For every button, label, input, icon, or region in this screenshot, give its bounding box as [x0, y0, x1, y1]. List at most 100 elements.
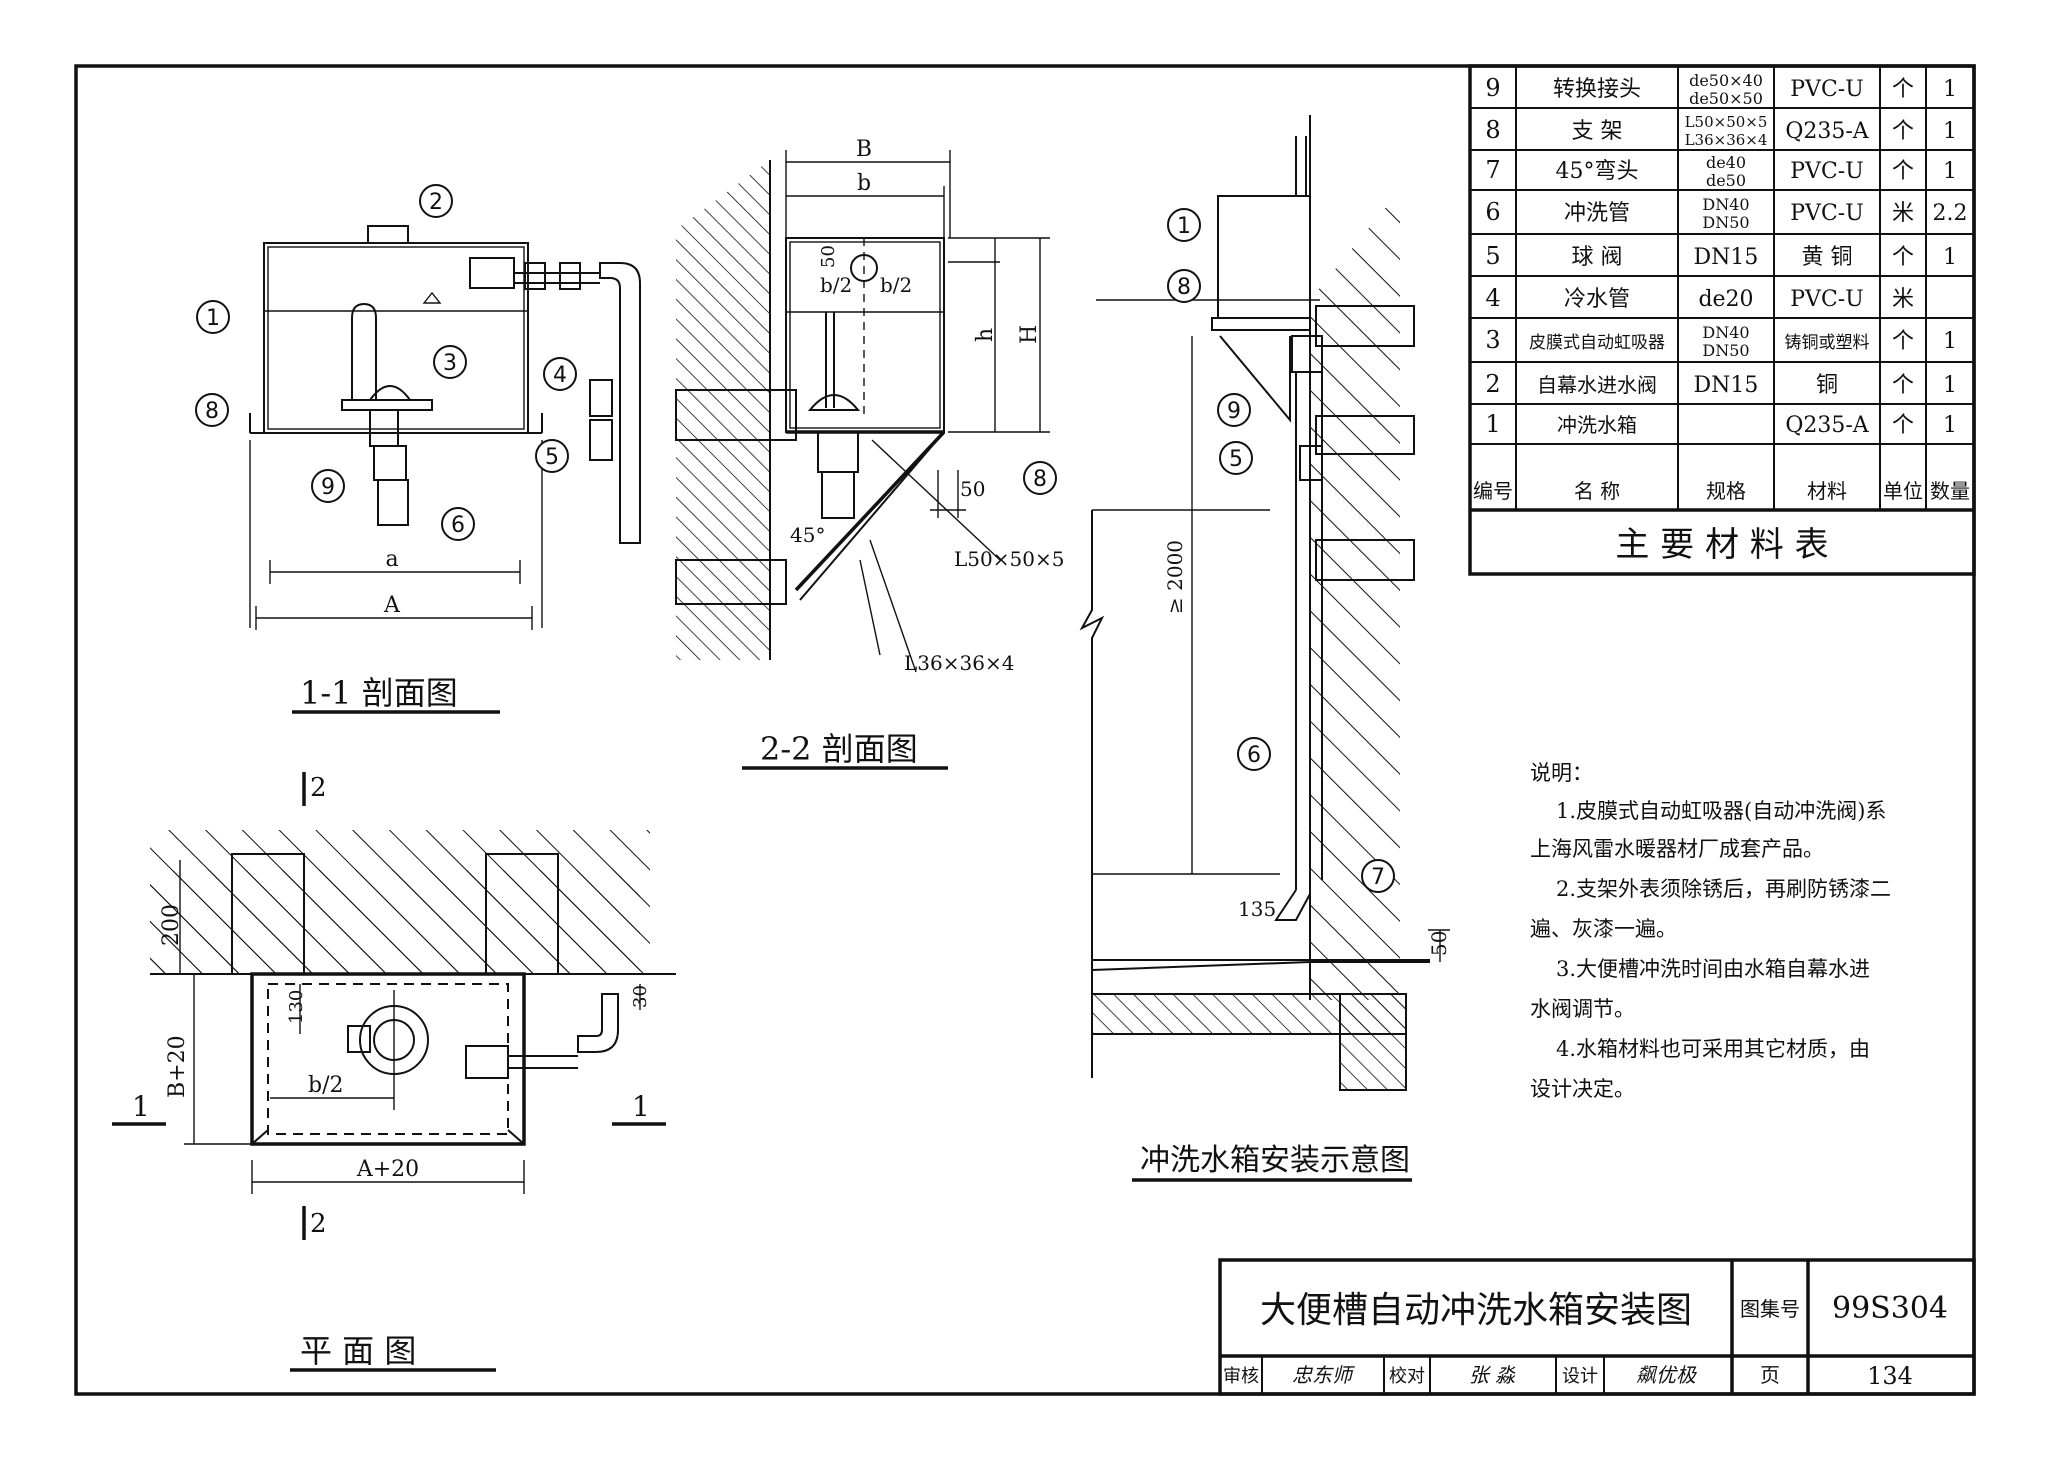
callout-5a: 5 [545, 445, 559, 470]
callout-6b: 6 [1247, 743, 1261, 768]
note-line: 设计决定。 [1530, 1077, 1635, 1101]
callout-circle-2a [419, 184, 453, 218]
cell-unit: 个 [1892, 119, 1914, 144]
cut-1-right: 1 [632, 1090, 650, 1123]
plan-cold-pipe [577, 993, 619, 1053]
dim-50-side: 50 [960, 477, 985, 501]
cell-spec2: DN50 [1702, 341, 1749, 360]
callout-8a: 8 [205, 399, 219, 424]
callout-circle-8c [1167, 269, 1201, 303]
table-row-5: 5 球 阀 DN15 黄 铜 个 1 [1485, 242, 1957, 270]
dim-a: a [385, 547, 398, 572]
callout-circle-7b [1361, 859, 1395, 893]
plan-view [112, 772, 676, 1372]
note-line: 遍、灰漆一遍。 [1530, 917, 1677, 941]
cell-unit: 个 [1892, 413, 1914, 438]
notes: 说明： 1.皮膜式自动虹吸器(自动冲洗阀)系 上海风雷水暖器材厂成套产品。 2.… [1530, 761, 1891, 1101]
table-caption: 主 要 材 料 表 [1615, 525, 1828, 565]
table-row-1: 1 冲洗水箱 Q235-A 个 1 [1485, 410, 1957, 438]
cell-unit: 个 [1892, 245, 1914, 270]
dim-200: 200 [159, 904, 184, 946]
note-line: 4.水箱材料也可采用其它材质，由 [1556, 1037, 1870, 1061]
cell-name: 冲洗管 [1564, 201, 1630, 226]
callout-circle-6b [1237, 737, 1271, 771]
callout-circle-9b [1217, 393, 1251, 427]
table-row-9: 9 转换接头 de50×40 de50×50 PVC-U 个 1 [1485, 71, 1957, 108]
th-unit: 单位 [1883, 479, 1923, 503]
design-signature: 飙优极 [1636, 1363, 1698, 1387]
callout-4a: 4 [553, 363, 567, 388]
dim-angle-L50: L50×50×5 [954, 547, 1064, 571]
dim-h: h [973, 328, 998, 342]
title-block-grid [1218, 1258, 1976, 1396]
cut-1-left: 1 [132, 1090, 150, 1123]
cell-name: 皮膜式自动虹吸器 [1529, 333, 1665, 353]
cell-qty: 1 [1943, 413, 1957, 438]
cell-name: 45°弯头 [1556, 159, 1639, 184]
callout-1b: 1 [1177, 214, 1191, 239]
table-row-4: 4 冷水管 de20 PVC-U 米 [1485, 284, 1914, 312]
cell-spec1: L50×50×5 [1685, 113, 1768, 131]
callout-6a: 6 [451, 513, 465, 538]
cut-2-bottom: 2 [310, 1209, 327, 1239]
callout-2a: 2 [429, 190, 443, 215]
cell-name: 自幕水进水阀 [1537, 373, 1657, 397]
table-row-2: 2 自幕水进水阀 DN15 铜 个 1 [1485, 370, 1957, 398]
cell-no: 6 [1485, 198, 1500, 226]
cell-no: 2 [1485, 370, 1500, 398]
inlet-valve-2 [469, 257, 515, 289]
dim-45: 45° [790, 523, 825, 547]
install-bracket-3 [1315, 539, 1415, 581]
cell-unit: 个 [1892, 77, 1914, 102]
title-section-2-2: 2-2 剖面图 [760, 730, 918, 768]
dim-B20: B+20 [165, 1035, 190, 1098]
callout-circle-4a [543, 357, 577, 391]
cell-no: 3 [1485, 326, 1500, 354]
adapter-9 [373, 445, 407, 481]
callout-circle-1a [196, 300, 230, 334]
notes-heading: 说明： [1530, 761, 1593, 785]
callout-3a: 3 [443, 351, 457, 376]
note-line: 3.大便槽冲洗时间由水箱自幕水进 [1556, 957, 1870, 981]
cell-spec1: de40 [1706, 153, 1746, 172]
cell-qty: 1 [1943, 77, 1957, 102]
cell-material: Q235-A [1785, 119, 1869, 144]
install-brace [1219, 335, 1291, 423]
callout-circle-6a [441, 507, 475, 541]
cell-no: 1 [1485, 410, 1500, 438]
dim-50-floor: 50 [1427, 931, 1451, 956]
cell-qty: 1 [1943, 119, 1957, 144]
dim-50-top: 50 [818, 245, 839, 268]
cell-material: Q235-A [1785, 413, 1869, 438]
diagonal-brace [794, 430, 946, 592]
dim-plan-b2: b/2 [308, 1073, 344, 1098]
table-row-7: 7 45°弯头 de40 de50 PVC-U 个 1 [1485, 153, 1957, 190]
callout-9b: 9 [1227, 399, 1241, 424]
th-qty: 数量 [1930, 479, 1970, 503]
cell-spec2: DN50 [1702, 213, 1749, 232]
review-signature: 忠东师 [1292, 1363, 1355, 1387]
install-elbow [1274, 889, 1311, 921]
note-line: 水阀调节。 [1530, 997, 1635, 1021]
dim-B: B [856, 137, 872, 162]
cell-name: 冲洗水箱 [1557, 413, 1637, 437]
atlas-label: 图集号 [1740, 1297, 1800, 1321]
cell-material: 铸铜或塑料 [1785, 333, 1870, 353]
dim-A20: A+20 [356, 1157, 419, 1182]
cell-spec1: de20 [1698, 287, 1753, 312]
callout-circle-5a [535, 439, 569, 473]
cell-no: 7 [1485, 156, 1500, 184]
cell-spec2: de50×50 [1689, 89, 1763, 108]
th-material: 材料 [1807, 479, 1847, 503]
cell-spec2: de50 [1706, 171, 1746, 190]
callout-circle-8a [195, 393, 229, 427]
note-line: 1.皮膜式自动虹吸器(自动冲洗阀)系 [1556, 799, 1886, 823]
cold-water-pipe-4 [599, 262, 641, 544]
callout-circle-3a [433, 345, 467, 379]
wall-bracket-upper [675, 389, 797, 441]
callouts [195, 184, 1395, 893]
plan-inlet-valve [465, 1045, 509, 1079]
table-row-8: 8 支 架 L50×50×5 L36×36×4 Q235-A 个 1 [1485, 113, 1957, 149]
cell-unit: 个 [1892, 329, 1914, 354]
